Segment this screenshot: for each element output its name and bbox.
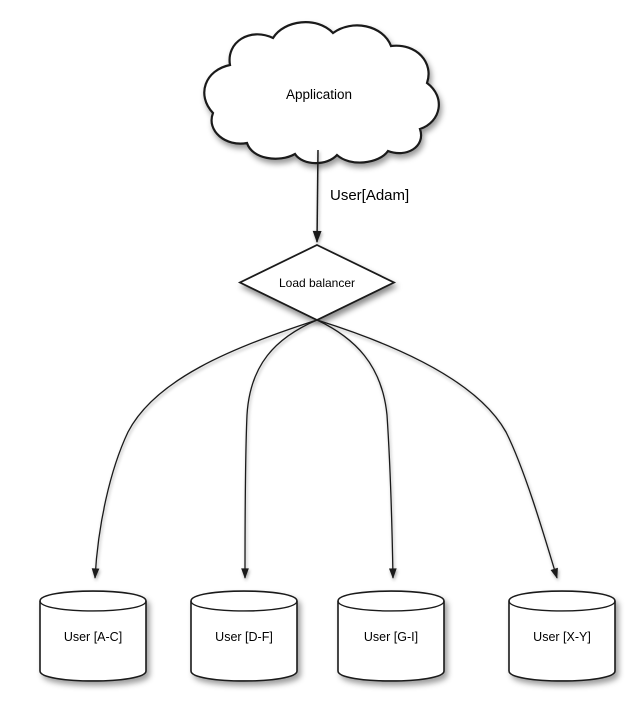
edge-app-to-lb xyxy=(312,149,322,243)
shard-cylinder-3 xyxy=(337,590,445,682)
app-to-lb-edge-label: User[Adam] xyxy=(330,187,409,204)
cylinder-body xyxy=(337,590,445,682)
cylinder-body xyxy=(39,590,147,682)
shard-label-1: User [A-C] xyxy=(64,630,122,644)
shard-label-4: User [X-Y] xyxy=(533,630,591,644)
shard-cylinder-4 xyxy=(508,590,616,682)
cylinder-body xyxy=(190,590,298,682)
cylinder-rim xyxy=(508,600,616,612)
edge-lb-to-shard-2 xyxy=(241,319,318,579)
cylinder-rim xyxy=(337,600,445,612)
edge-lb-to-shard-3 xyxy=(316,319,397,579)
cylinder-body xyxy=(508,590,616,682)
cylinder-rim xyxy=(39,600,147,612)
application-label: Application xyxy=(286,87,352,102)
edge-lb-to-shard-1 xyxy=(91,319,318,579)
edge-lb-to-shard-4 xyxy=(316,319,558,579)
shard-label-2: User [D-F] xyxy=(215,630,273,644)
load-balancer-label: Load balancer xyxy=(279,276,355,290)
cylinder-rim xyxy=(190,600,298,612)
application-cloud-shape xyxy=(203,21,440,165)
fanout-edges xyxy=(91,319,558,579)
app-to-lb-arrow xyxy=(312,149,322,243)
shard-cylinder-2 xyxy=(190,590,298,682)
shard-cylinder-1 xyxy=(39,590,147,682)
shard-label-3: User [G-I] xyxy=(364,630,418,644)
